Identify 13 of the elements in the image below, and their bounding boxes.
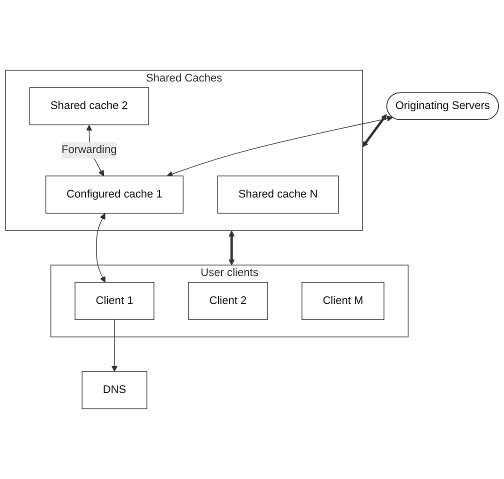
node-box: Configured cache 1 [45, 176, 184, 214]
arrow [228, 230, 235, 266]
node-box: Shared cache 2 [29, 87, 149, 126]
arrow [111, 319, 118, 372]
node-box: Client 2 [188, 282, 268, 320]
node-box: DNS [82, 371, 148, 410]
node-box: Client 1 [74, 282, 154, 320]
arrow [166, 116, 393, 177]
arrow [96, 213, 106, 283]
edge-label: Forwarding [62, 144, 117, 156]
node-box: Shared cache N [217, 176, 339, 214]
arrow [362, 114, 387, 148]
node-box: Client M [302, 282, 384, 320]
